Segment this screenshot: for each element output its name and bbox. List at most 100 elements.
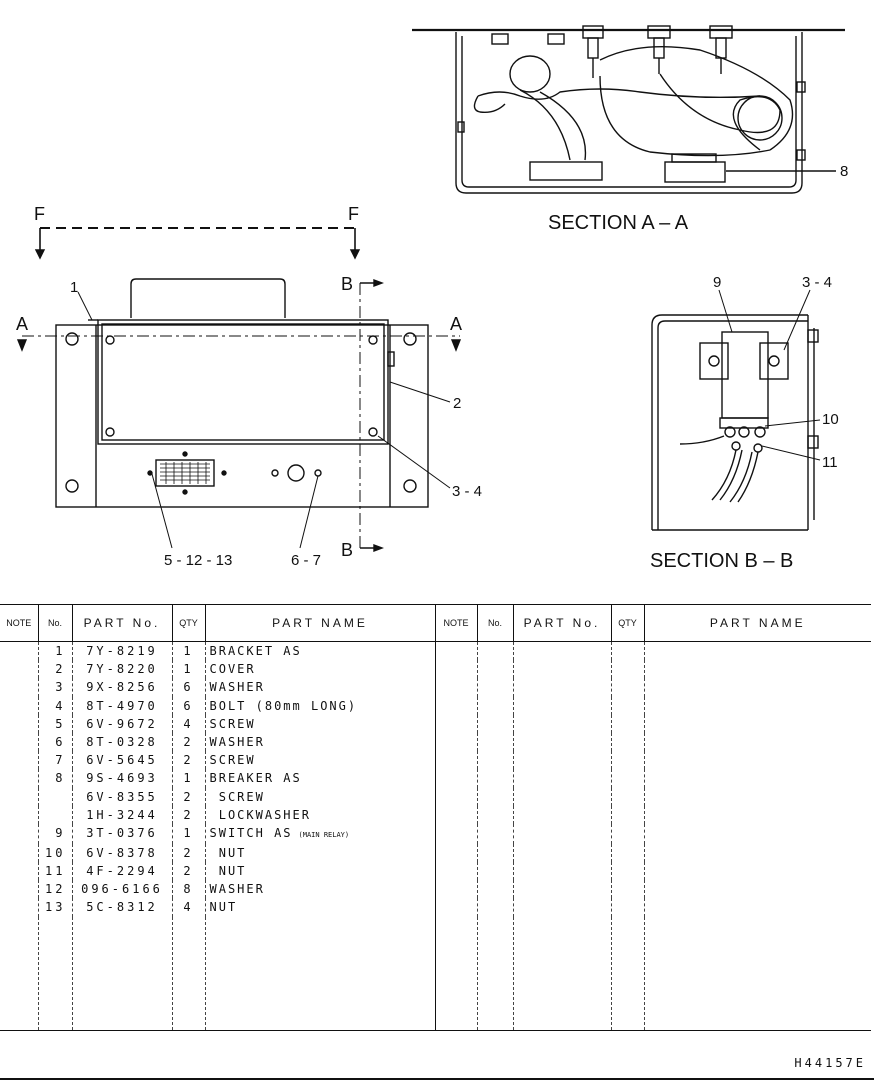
part-name-text: SCREW [209,753,256,768]
part-number-cell-right [513,843,612,863]
item-number-cell-right [477,751,514,770]
empty-cell [38,916,73,1030]
callout-11: 11 [822,454,838,471]
note-cell-right [435,751,478,770]
item-number-cell-right [477,823,514,844]
part-name-text: SCREW [209,716,256,731]
part-name-text: NUT [209,864,247,879]
part-name-cell-right [644,862,871,880]
callout-3-4-section: 3 - 4 [802,274,832,291]
part-name-cell: SCREW [205,714,436,733]
item-number-cell: 8 [38,769,73,788]
part-name-cell-right [644,678,871,696]
part-name-text: SCREW [209,789,265,804]
empty-cell [172,916,206,1030]
item-number-cell: 3 [38,678,73,697]
part-number-cell: 1H-3244 [72,805,173,824]
empty-cell [435,916,478,1030]
part-number-cell: 6V-5645 [72,751,173,770]
part-number-cell: 096-6166 [72,880,173,899]
part-name-text: WASHER [209,680,265,695]
part-name-text: NUT [209,900,238,915]
note-cell [0,769,39,788]
part-name-text: COVER [209,662,256,677]
f-marker-right: F [348,204,359,224]
part-name-cell: LOCKWASHER [205,805,436,824]
part-number-cell: 3T-0376 [72,823,173,844]
empty-cell [513,916,612,1030]
quantity-cell: 6 [172,696,206,715]
part-name-cell-right [644,733,871,751]
part-number-cell-right [513,898,612,917]
section-aa-title: SECTION A – A [548,212,689,234]
note-cell-right [435,862,478,881]
quantity-cell: 1 [172,769,206,788]
note-cell-right [435,696,478,715]
item-number-cell: 6 [38,732,73,752]
empty-cell [72,916,173,1030]
quantity-cell: 4 [172,898,206,917]
header-no-right: No. [477,604,514,642]
a-marker-right: A [450,314,462,334]
note-cell-right [435,714,478,733]
quantity-cell: 2 [172,805,206,824]
part-name-cell-right [644,806,871,824]
section-bb-view [651,289,821,531]
part-number-cell-right [513,660,612,679]
part-number-cell-right [513,805,612,824]
item-number-cell: 7 [38,751,73,770]
part-name-cell: BRACKET AS [205,641,436,661]
item-number-cell-right [477,678,514,697]
part-name-text: SWITCH AS [209,825,293,840]
quantity-cell: 1 [172,660,206,679]
callout-3-4-main: 3 - 4 [452,483,482,500]
header-note: NOTE [0,604,39,642]
note-cell [0,787,39,806]
item-number-cell: 1 [38,641,73,661]
item-number-cell-right [477,880,514,899]
part-name-cell: NUT [205,898,436,917]
empty-cell [611,916,645,1030]
note-cell-right [435,769,478,788]
f-marker-left: F [34,204,45,224]
item-number-cell: 13 [38,898,73,917]
header-part-name: PART NAME [205,604,436,642]
item-number-cell: 11 [38,862,73,881]
empty-cell [205,916,436,1030]
note-cell [0,862,39,881]
item-number-cell-right [477,660,514,679]
note-cell [0,696,39,715]
quantity-cell: 1 [172,641,206,661]
parts-diagram: SECTION A – A 8 F F A A B B 1 2 3 - 4 5 … [16,25,848,572]
part-name-cell: BOLT (80mm LONG) [205,696,436,715]
part-number-cell: 7Y-8219 [72,641,173,661]
part-name-cell-right [644,660,871,678]
empty-cell [644,917,871,1030]
note-cell-right [435,880,478,899]
part-number-cell: 6V-8355 [72,787,173,806]
item-number-cell [38,787,73,806]
part-name-cell-right [644,880,871,898]
part-name-cell: WASHER [205,732,436,752]
item-number-cell-right [477,732,514,752]
item-number-cell: 9 [38,823,73,844]
item-number-cell: 4 [38,696,73,715]
part-name-cell-right [644,769,871,787]
part-name-cell: SWITCH AS(MAIN RELAY) [205,823,436,844]
item-number-cell-right [477,769,514,788]
part-number-cell: 4F-2294 [72,862,173,881]
note-cell-right [435,641,478,661]
part-name-cell: WASHER [205,880,436,899]
callout-1: 1 [70,279,78,296]
note-cell [0,678,39,697]
item-number-cell-right [477,787,514,806]
part-number-cell-right [513,823,612,844]
quantity-cell-right [611,787,645,806]
